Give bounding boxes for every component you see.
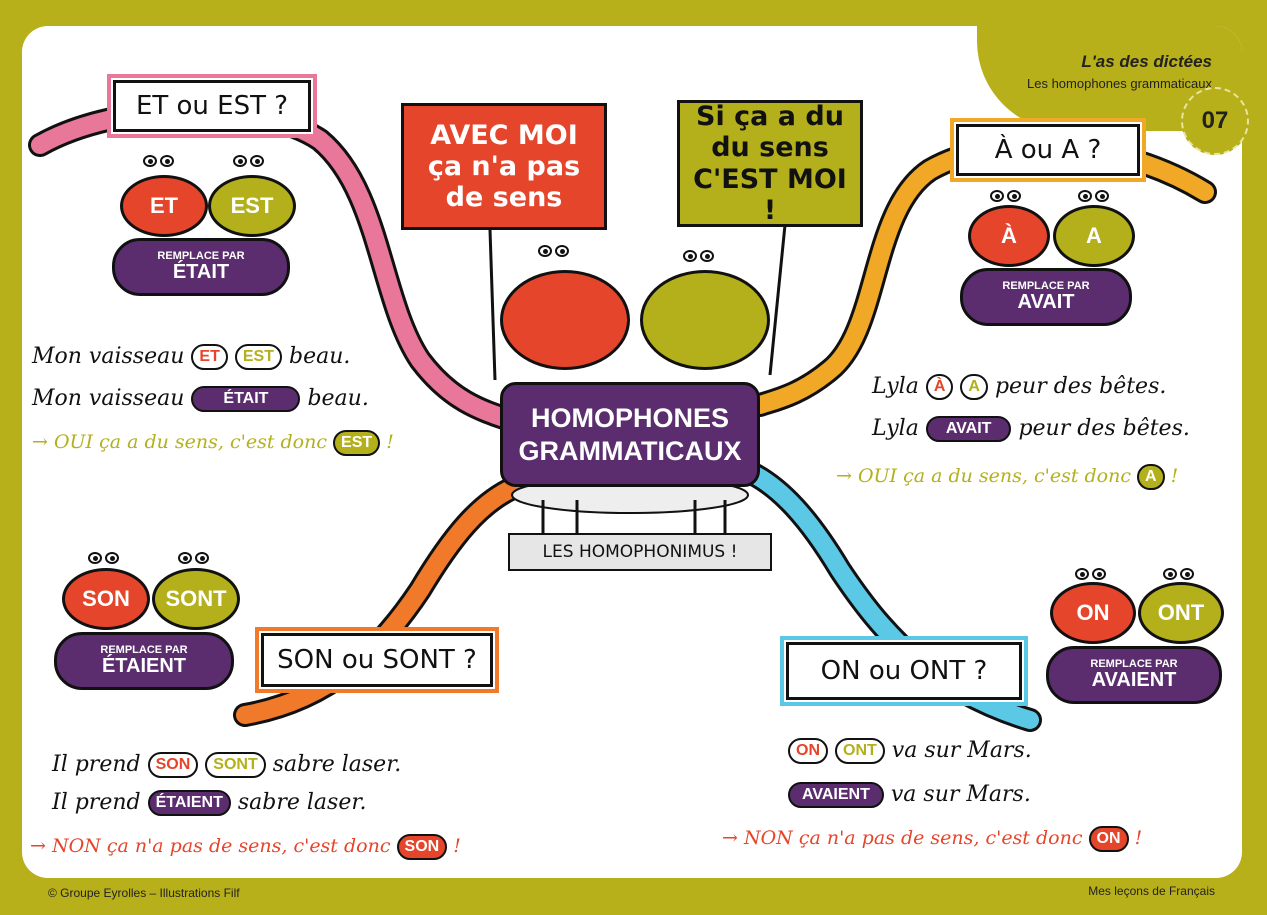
sentence-end: peur des bêtes. xyxy=(994,374,1167,399)
chip-on-answer: ON xyxy=(1088,826,1129,852)
chip-sont: SONT xyxy=(205,752,266,778)
a-eyes xyxy=(1078,190,1109,202)
conclusion-end: ! xyxy=(386,431,394,453)
et-est-sentence-1: Mon vaisseau ET EST beau. xyxy=(32,344,350,370)
son-sont-sentence-2: Il prend ÉTAIENT sabre laser. xyxy=(52,790,366,816)
chip-on: ON xyxy=(788,738,828,764)
replace-label: REMPLACE PAR xyxy=(100,643,188,656)
sentence-end: peur des bêtes. xyxy=(1018,416,1190,441)
chip-son: SON xyxy=(147,752,199,778)
center-red-monster xyxy=(500,270,630,370)
footer-copyright: © Groupe Eyrolles – Illustrations Filf xyxy=(48,886,240,900)
chip-a-accent: À xyxy=(925,374,954,400)
chip-a: A xyxy=(960,374,988,400)
sign-pole-left xyxy=(488,229,497,381)
conclusion-text: → NON ça n'a pas de sens, c'est donc xyxy=(722,827,1083,849)
question-et-est: ET ou EST ? xyxy=(107,74,317,138)
center-olive-monster xyxy=(640,270,770,370)
chip-ont: ONT xyxy=(835,738,885,764)
et-eyes xyxy=(143,155,174,167)
chip-etaient: ÉTAIENT xyxy=(147,790,231,816)
sont-monster: SONT xyxy=(152,568,240,630)
et-est-replace-pill: REMPLACE PAR ÉTAIT xyxy=(112,238,290,296)
conclusion-text: → NON ça n'a pas de sens, c'est donc xyxy=(30,835,391,857)
a-a-replace-pill: REMPLACE PAR AVAIT xyxy=(960,268,1132,326)
replace-label: REMPLACE PAR xyxy=(1090,657,1178,670)
replace-word: AVAIT xyxy=(1017,291,1075,314)
est-eyes xyxy=(233,155,264,167)
chip-etait: ÉTAIT xyxy=(191,386,301,412)
son-sont-replace-pill: REMPLACE PAR ÉTAIENT xyxy=(54,632,234,690)
question-on-ont: ON ou ONT ? xyxy=(780,636,1028,706)
chip-et: ET xyxy=(191,344,228,370)
son-monster: SON xyxy=(62,568,150,630)
series-subtitle: Les homophones grammaticaux xyxy=(1027,76,1212,91)
sentence-start: Il prend xyxy=(52,752,141,777)
a-a-sentence-1: Lyla À A peur des bêtes. xyxy=(872,374,1166,400)
chip-est: EST xyxy=(234,344,282,370)
on-ont-conclusion: → NON ça n'a pas de sens, c'est donc ON … xyxy=(722,826,1142,852)
on-ont-replace-pill: REMPLACE PAR AVAIENT xyxy=(1046,646,1222,704)
footer-collection: Mes leçons de Français xyxy=(1088,884,1215,898)
chip-son-answer: SON xyxy=(396,834,448,860)
conclusion-text: → OUI ça a du sens, c'est donc xyxy=(836,465,1131,487)
conclusion-end: ! xyxy=(1170,465,1179,487)
conclusion-text: → OUI ça a du sens, c'est donc xyxy=(32,431,327,453)
sign-avec-moi: AVEC MOI ça n'a pas de sens xyxy=(401,103,607,230)
a-a-sentence-2: Lyla AVAIT peur des bêtes. xyxy=(872,416,1190,442)
son-sont-conclusion: → NON ça n'a pas de sens, c'est donc SON… xyxy=(30,834,461,860)
on-ont-sentence-1: ON ONT va sur Mars. xyxy=(788,738,1032,764)
a-accent-eyes xyxy=(990,190,1021,202)
replace-label: REMPLACE PAR xyxy=(157,249,245,262)
red-monster-eyes xyxy=(538,245,569,257)
conclusion-end: ! xyxy=(453,835,461,857)
sentence-end: beau. xyxy=(307,386,369,411)
center-title-line1: HOMOPHONES xyxy=(530,403,730,434)
sentence-end: va sur Mars. xyxy=(890,782,1031,807)
sign-pole-right xyxy=(768,224,787,376)
question-son-sont: SON ou SONT ? xyxy=(255,627,499,693)
replace-word: ÉTAIT xyxy=(172,261,230,284)
on-eyes xyxy=(1075,568,1106,580)
sentence-end: beau. xyxy=(288,344,351,369)
ont-monster: ONT xyxy=(1138,582,1224,644)
sentence-start: Lyla xyxy=(872,374,919,399)
a-monster: A xyxy=(1053,205,1135,267)
sentence-start: Lyla xyxy=(872,416,919,441)
son-eyes xyxy=(88,552,119,564)
sentence-start: Il prend xyxy=(52,790,141,815)
chip-a-answer: A xyxy=(1137,464,1165,490)
ont-eyes xyxy=(1163,568,1194,580)
sentence-end: sabre laser. xyxy=(272,752,402,777)
et-est-sentence-2: Mon vaisseau ÉTAIT beau. xyxy=(32,386,369,412)
sentence-end: va sur Mars. xyxy=(891,738,1032,763)
sont-eyes xyxy=(178,552,209,564)
et-est-conclusion: → OUI ça a du sens, c'est donc EST ! xyxy=(32,430,394,456)
replace-label: REMPLACE PAR xyxy=(1002,279,1090,292)
a-a-conclusion: → OUI ça a du sens, c'est donc A ! xyxy=(836,464,1178,490)
chip-avait: AVAIT xyxy=(925,416,1012,442)
replace-word: ÉTAIENT xyxy=(101,655,187,678)
sentence-start: Mon vaisseau xyxy=(32,386,185,411)
question-a-a: À ou A ? xyxy=(950,118,1146,182)
sign-si-ca-a-du-sens: Si ça a du du sens C'EST MOI ! xyxy=(677,100,863,227)
conclusion-end: ! xyxy=(1134,827,1143,849)
olive-monster-eyes xyxy=(683,250,714,262)
homophonimus-caption: LES HOMOPHONIMUS ! xyxy=(508,533,772,571)
sentence-start: Mon vaisseau xyxy=(32,344,185,369)
sentence-end: sabre laser. xyxy=(237,790,367,815)
on-ont-sentence-2: AVAIENT va sur Mars. xyxy=(788,782,1031,808)
replace-word: AVAIENT xyxy=(1091,669,1177,692)
center-title-line2: GRAMMATICAUX xyxy=(518,435,742,466)
est-monster: EST xyxy=(208,175,296,237)
son-sont-sentence-1: Il prend SON SONT sabre laser. xyxy=(52,752,401,778)
chip-avaient: AVAIENT xyxy=(788,782,884,808)
et-monster: ET xyxy=(120,175,208,237)
series-title: L'as des dictées xyxy=(1081,52,1212,71)
center-title: HOMOPHONES GRAMMATICAUX xyxy=(500,382,760,487)
lesson-number-badge: 07 xyxy=(1181,87,1249,155)
chip-est-answer: EST xyxy=(333,430,381,456)
on-monster: ON xyxy=(1050,582,1136,644)
a-accent-monster: À xyxy=(968,205,1050,267)
